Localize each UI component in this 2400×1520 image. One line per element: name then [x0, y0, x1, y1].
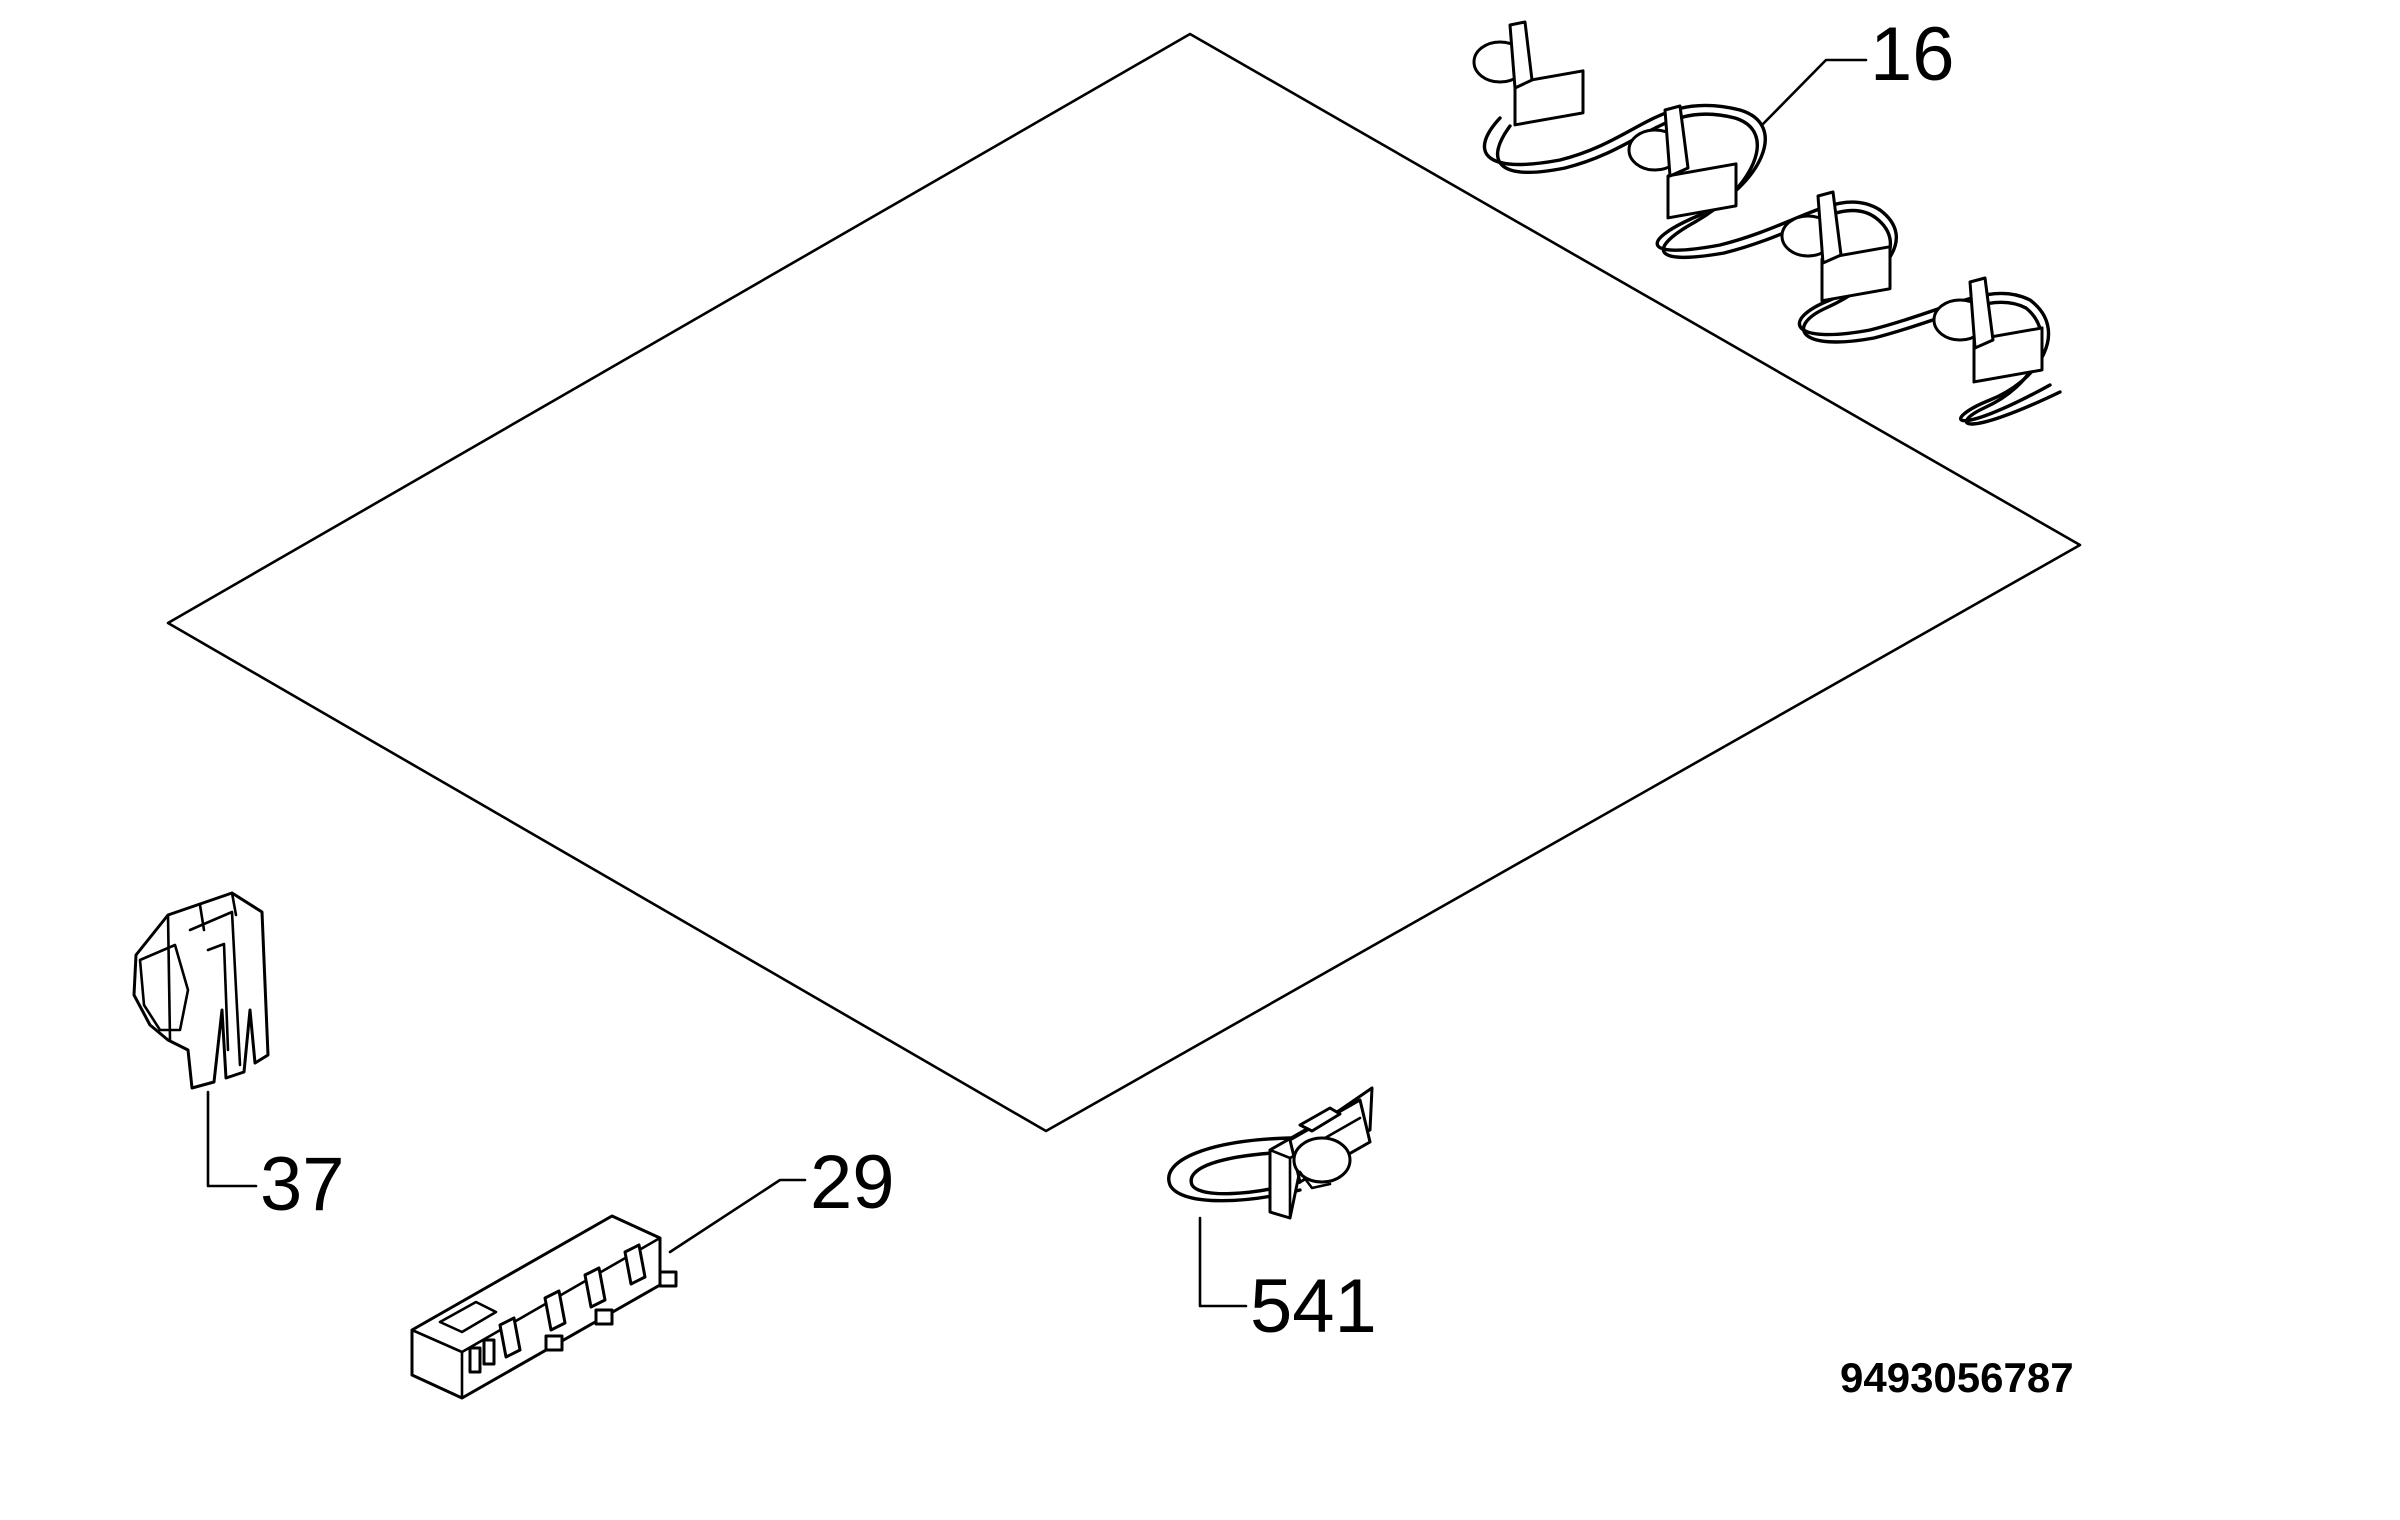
part-29-spark-generator [410, 1214, 678, 1400]
part-541-switch [1167, 1086, 1374, 1220]
callout-leader-16 [1760, 58, 1868, 127]
hob-glass-panel [166, 32, 2082, 1133]
callout-leader-37 [206, 1090, 258, 1188]
callout-541: 541 [1250, 1264, 1377, 1349]
callout-16: 16 [1870, 12, 1955, 97]
part-37-bracket [132, 891, 270, 1090]
part-16-limiter-chain [1472, 20, 2062, 426]
callout-37: 37 [260, 1142, 345, 1227]
document-number: 9493056787 [1840, 1354, 2074, 1401]
callout-leader-29 [668, 1178, 807, 1254]
callout-leader-541 [1198, 1216, 1248, 1308]
callout-29: 29 [810, 1140, 895, 1225]
